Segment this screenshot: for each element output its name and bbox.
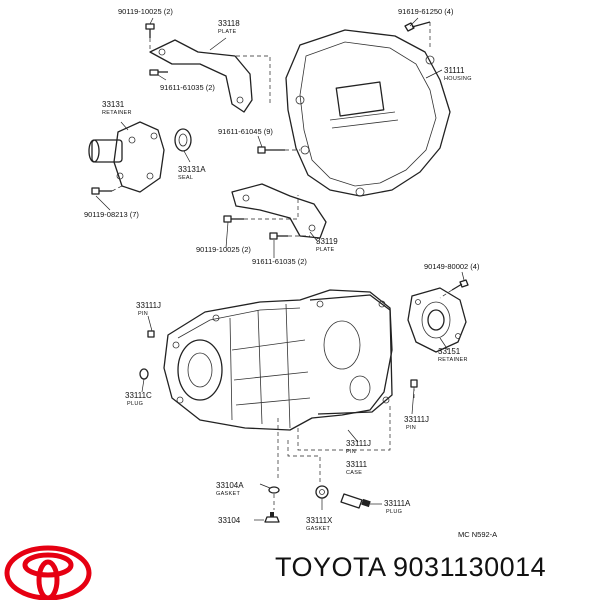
bolt-91619-61250 xyxy=(404,21,431,32)
gasket-33111x xyxy=(315,485,329,499)
plug-33104 xyxy=(264,512,280,523)
label-91611-61045: 91611-61045 (9) xyxy=(218,127,273,136)
label-33118: 33118 xyxy=(218,19,240,28)
label-91611-61035-top: 91611-61035 (2) xyxy=(160,83,215,92)
label-33104: 33104 xyxy=(218,516,241,525)
label-33111-name: CASE xyxy=(346,470,362,476)
bolt-91611-61045 xyxy=(257,146,285,154)
label-33111c-name: PLUG xyxy=(127,401,143,407)
label-33131-name: RETAINER xyxy=(102,110,132,116)
label-33111j-center: 33111J xyxy=(346,439,371,448)
bolt-91611-61035-mid xyxy=(269,232,288,240)
retainer-33151-part xyxy=(407,287,467,353)
label-33111a: 33111A xyxy=(384,499,411,508)
label-33111j-center-name: PIN xyxy=(346,449,356,455)
label-33131: 33131 xyxy=(102,100,125,109)
label-33119: 33119 xyxy=(316,237,338,246)
label-90119-10025-top: 90119-10025 (2) xyxy=(118,7,173,16)
plate-33119-part xyxy=(231,183,327,239)
plug-33111c xyxy=(139,368,149,380)
bolt-90119-08213 xyxy=(91,187,112,195)
label-90149-80002: 90149-80002 (4) xyxy=(424,262,480,271)
bolt-91611-61035-top xyxy=(149,69,168,76)
label-33151-name: RETAINER xyxy=(438,357,468,363)
transmission-case-part xyxy=(163,289,393,431)
label-33111x-name: GASKET xyxy=(306,526,330,532)
seal-33131a-part xyxy=(174,128,192,152)
label-33111j-left-name: PIN xyxy=(138,311,148,317)
pin-33111j-left xyxy=(147,330,155,338)
bolt-90149-80002 xyxy=(451,279,469,291)
label-33104a: 33104A xyxy=(216,481,244,490)
label-33111c: 33111C xyxy=(125,391,152,400)
label-33111: 33111 xyxy=(346,460,368,469)
brand-part-number-caption: TOYOTA 9031130014 xyxy=(275,552,547,582)
label-33104a-name: GASKET xyxy=(216,491,240,497)
gasket-33104a xyxy=(268,486,280,494)
label-33111j-right-name: PIN xyxy=(406,425,416,431)
pin-33111j-right xyxy=(410,379,418,388)
label-33151: 33151 xyxy=(438,347,461,356)
label-90119-08213: 90119-08213 (7) xyxy=(84,210,139,219)
label-33111a-name: PLUG xyxy=(386,509,402,515)
label-91611-61035-mid: 91611-61035 (2) xyxy=(252,257,307,266)
diagram-ref-code: MC N592-A xyxy=(458,530,497,539)
label-33118-name: PLATE xyxy=(218,29,237,35)
label-91619-61250: 91619-61250 (4) xyxy=(398,7,454,16)
label-33131a-name: SEAL xyxy=(178,175,193,181)
toyota-logo xyxy=(4,545,92,600)
label-33131a: 33131A xyxy=(178,165,206,174)
plate-33118-part xyxy=(149,39,253,113)
plug-33111a xyxy=(340,493,371,509)
retainer-33131-part xyxy=(88,121,165,193)
bolt-90119-10025-mid xyxy=(223,215,244,223)
label-31111: 31111 xyxy=(444,66,465,75)
label-33119-name: PLATE xyxy=(316,247,335,253)
label-33111j-right: 33111J xyxy=(404,415,429,424)
label-31111-name: HOUSING xyxy=(444,76,472,82)
bolt-90119-10025-top xyxy=(145,23,155,38)
label-33111x: 33111X xyxy=(306,516,333,525)
label-33111j-left: 33111J xyxy=(136,301,161,310)
bell-housing-part xyxy=(285,29,451,197)
label-90119-10025-mid: 90119-10025 (2) xyxy=(196,245,251,254)
